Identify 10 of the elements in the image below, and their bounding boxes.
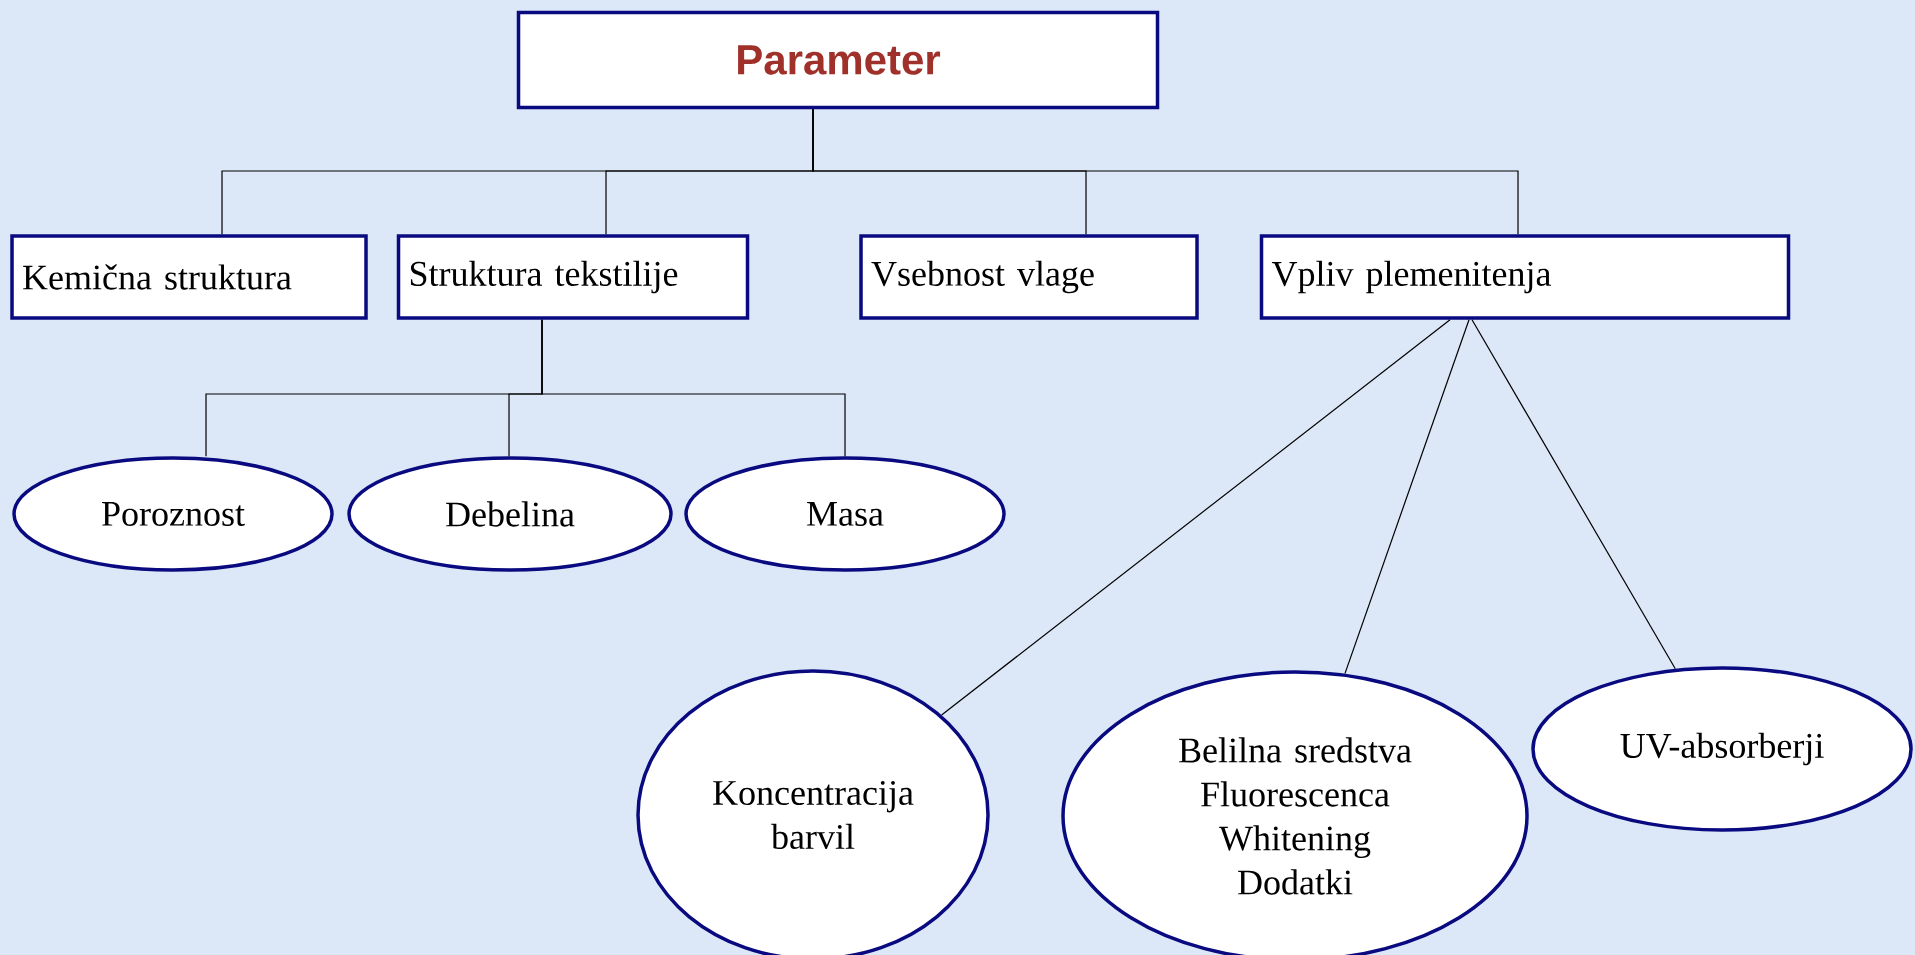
title-box: Parameter [516,10,1160,110]
category-box: Kemična struktura [10,234,368,320]
connector-line [1471,319,1676,670]
category-box: Struktura tekstilije [396,234,750,320]
connector-line [941,319,1451,716]
connector-line [812,108,1519,235]
category-box: Vpliv plemenitenja [1259,234,1791,320]
connector-line [1344,319,1470,675]
connector-line [541,319,846,457]
category-box: Vsebnost vlage [859,234,1199,320]
